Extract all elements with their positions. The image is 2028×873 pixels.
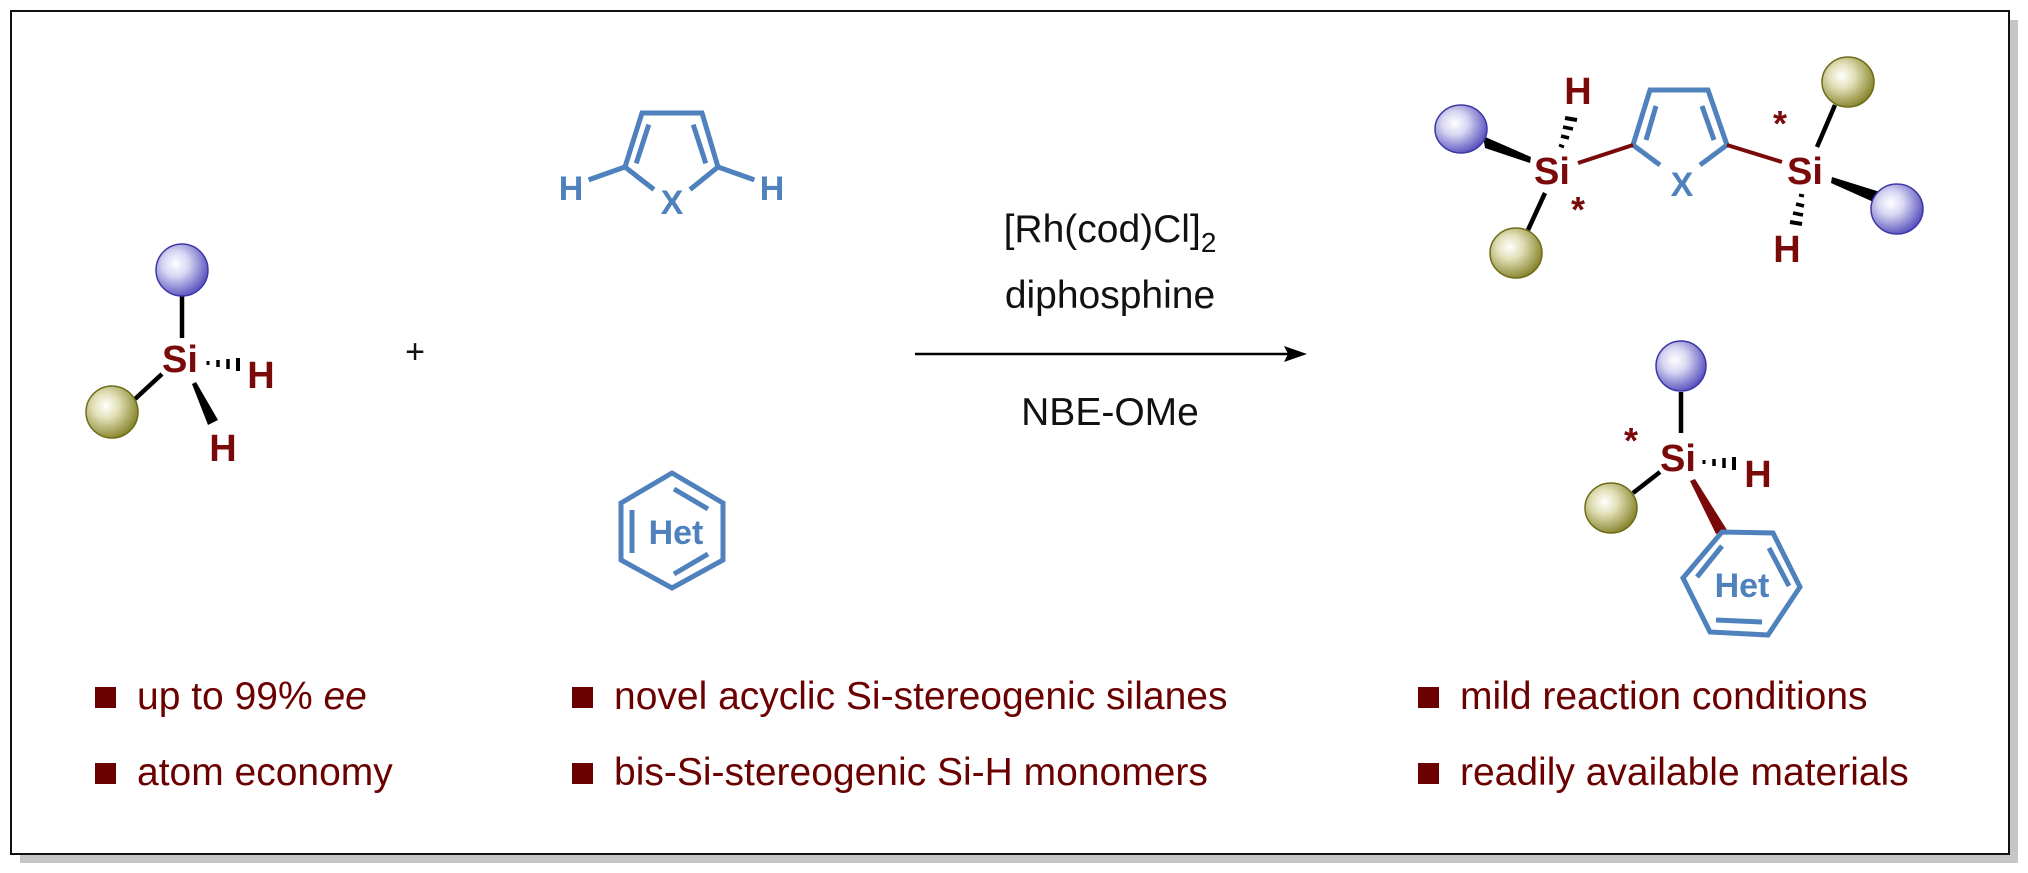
- bullet-square-icon: [95, 686, 116, 708]
- highlight-item: up to 99% ee: [95, 675, 367, 719]
- si-c-bond: [1726, 143, 1783, 164]
- olive-substituent-ball: [1584, 482, 1638, 534]
- hashed-bond: [1558, 116, 1578, 149]
- bullet-square-icon: [1418, 686, 1439, 708]
- highlight-item: bis-Si-stereogenic Si-H monomers: [572, 751, 1208, 795]
- het-ring-label: Het: [1715, 567, 1770, 605]
- plus-sign: +: [405, 333, 425, 371]
- stereocenter-mark: *: [1624, 420, 1638, 461]
- purple-substituent-ball: [155, 243, 209, 297]
- catalyst-text: [Rh(cod)Cl]: [1004, 208, 1201, 251]
- highlight-text: up to 99% ee: [137, 675, 367, 719]
- si-atom-label: Si: [1660, 438, 1696, 480]
- heteroarene-six-ring: [618, 470, 726, 591]
- catalyst-subscript: 2: [1201, 227, 1217, 258]
- highlight-text: readily available materials: [1460, 751, 1909, 794]
- catalyst-label: [Rh(cod)Cl]2: [1004, 208, 1217, 258]
- si-c-bond: [1577, 143, 1634, 165]
- highlight-text: mild reaction conditions: [1460, 675, 1868, 718]
- het-ring-label: Het: [649, 514, 704, 552]
- h-atom-label: H: [1773, 229, 1800, 271]
- bond: [1814, 104, 1838, 148]
- additive-label: NBE-OMe: [1021, 391, 1199, 434]
- bullet-square-icon: [572, 762, 593, 784]
- h-atom-label: H: [760, 170, 785, 208]
- bond: [1631, 470, 1662, 495]
- arrowhead-icon: [1284, 346, 1307, 362]
- wedge-bond: [1831, 177, 1880, 204]
- reaction-arrow: [915, 346, 1307, 362]
- wedge-bond: [1483, 136, 1531, 163]
- bond: [133, 372, 164, 401]
- h-atom-label: H: [1564, 71, 1591, 113]
- highlight-item: atom economy: [95, 751, 393, 795]
- highlight-item: readily available materials: [1418, 751, 1909, 795]
- product-mono-silane: Si H * Het: [1584, 340, 1803, 638]
- bond: [1525, 192, 1548, 231]
- het-ring: [1680, 529, 1803, 638]
- reactant-silane: Si H H: [85, 243, 275, 470]
- hashed-bond: [1702, 457, 1736, 470]
- wedge-bond: [192, 382, 218, 425]
- scheme-frame: [10, 10, 2010, 855]
- stereocenter-mark: *: [1773, 103, 1787, 144]
- hashed-bond: [1789, 193, 1805, 226]
- heteroarene-five-ring: [587, 110, 756, 192]
- ligand-label: diphosphine: [1005, 274, 1215, 317]
- h-atom-label: H: [209, 428, 236, 470]
- purple-substituent-ball: [1870, 183, 1924, 235]
- bullet-square-icon: [572, 686, 593, 708]
- h-atom-label: H: [1744, 454, 1771, 496]
- product-bis-silane: X Si H * Si H *: [1434, 56, 1924, 279]
- purple-substituent-ball: [1655, 340, 1707, 392]
- stereocenter-mark: *: [1571, 189, 1585, 230]
- heteroatom-x-label: X: [661, 184, 684, 222]
- bullet-square-icon: [95, 762, 116, 784]
- si-atom-label: Si: [1534, 151, 1570, 193]
- highlight-text-italic: ee: [323, 675, 367, 718]
- olive-substituent-ball: [1489, 227, 1543, 279]
- olive-substituent-ball: [1821, 56, 1875, 108]
- highlight-item: novel acyclic Si-stereogenic silanes: [572, 675, 1227, 719]
- purple-substituent-ball: [1434, 104, 1488, 154]
- heteroatom-x-label: X: [1671, 166, 1694, 204]
- h-atom-label: H: [247, 355, 274, 397]
- si-atom-label: Si: [1787, 151, 1823, 193]
- highlight-text: bis-Si-stereogenic Si-H monomers: [614, 751, 1208, 794]
- highlight-text: atom economy: [137, 751, 393, 794]
- olive-substituent-ball: [85, 385, 139, 439]
- highlight-text-main: up to 99%: [137, 675, 324, 718]
- wedge-bond: [1690, 479, 1727, 534]
- bullet-square-icon: [1418, 762, 1439, 784]
- si-atom-label: Si: [162, 339, 198, 381]
- highlight-item: mild reaction conditions: [1418, 675, 1868, 719]
- highlight-text: novel acyclic Si-stereogenic silanes: [614, 675, 1228, 718]
- h-atom-label: H: [559, 170, 584, 208]
- hashed-bond: [206, 358, 240, 371]
